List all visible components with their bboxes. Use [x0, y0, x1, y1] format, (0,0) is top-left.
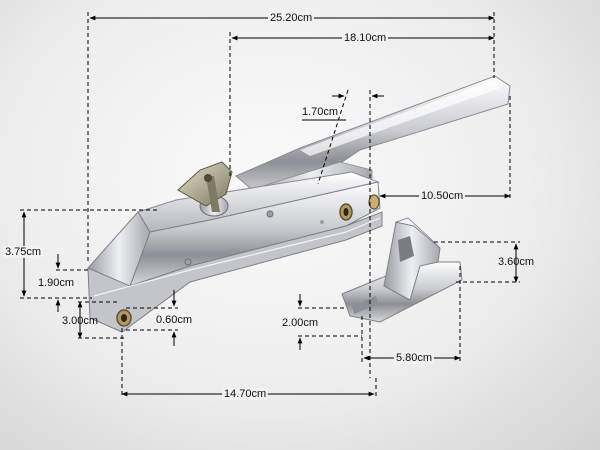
dimension-mount-hole-height: 3.00cm	[62, 315, 99, 327]
dimension-base-length: 14.70cm	[222, 388, 269, 400]
strike-assembly	[341, 217, 463, 323]
dimension-body-upper-section: 1.90cm	[38, 277, 75, 289]
latch-assembly	[87, 75, 511, 333]
dimension-strike-height: 3.60cm	[498, 256, 535, 268]
dimension-lines	[20, 12, 520, 398]
dimension-overall-length: 25.20cm	[268, 12, 315, 24]
dimension-hole-diameter: 0.60cm	[156, 314, 193, 326]
dimension-handle-length: 18.10cm	[342, 32, 389, 44]
key-icon	[177, 161, 233, 217]
dimension-strike-base-height: 2.00cm	[282, 317, 319, 329]
dimension-handle-width: 1.70cm	[302, 106, 339, 118]
dimension-body-height: 3.75cm	[3, 246, 44, 258]
dimension-strike-width: 5.80cm	[394, 352, 435, 364]
dimension-handle-reach: 10.50cm	[419, 190, 466, 202]
